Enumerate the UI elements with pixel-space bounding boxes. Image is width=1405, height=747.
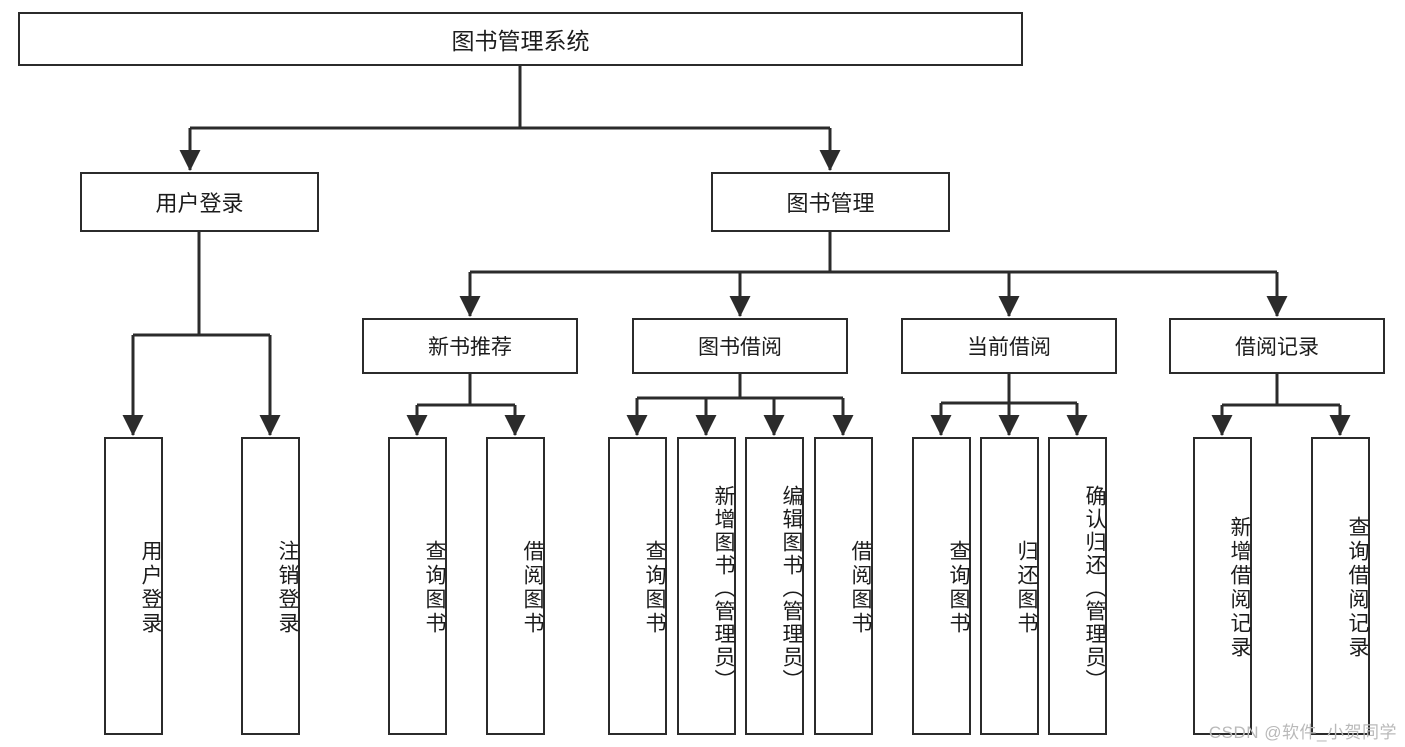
node-leaf-cur-query-book[interactable]: 查询图书 (912, 437, 971, 735)
node-book-manage[interactable]: 图书管理 (711, 172, 950, 232)
node-root-label: 图书管理系统 (451, 28, 590, 54)
node-leaf-rec-add-record-label: 新增借阅记录 (1228, 516, 1251, 660)
node-leaf-borrow-add-book-label: 新增图书（管理员） (712, 484, 735, 692)
node-leaf-rec-query-book[interactable]: 查询图书 (388, 437, 447, 735)
node-borrow-record-label: 借阅记录 (1235, 336, 1319, 359)
node-leaf-cur-confirm-return[interactable]: 确认归还（管理员） (1048, 437, 1107, 735)
node-leaf-borrow-add-book[interactable]: 新增图书（管理员） (677, 437, 736, 735)
node-new-book-rec-label: 新书推荐 (428, 336, 512, 359)
node-leaf-rec-query-book-label: 查询图书 (423, 540, 446, 636)
node-user-login[interactable]: 用户登录 (80, 172, 319, 232)
node-leaf-cur-return-book[interactable]: 归还图书 (980, 437, 1039, 735)
node-leaf-borrow-borrow-book-label: 借阅图书 (849, 540, 872, 636)
node-leaf-logout-login-label: 注销登录 (276, 540, 299, 636)
node-leaf-borrow-query-book-label: 查询图书 (643, 540, 666, 636)
node-root[interactable]: 图书管理系统 (18, 12, 1023, 66)
node-leaf-rec-query-record[interactable]: 查询借阅记录 (1311, 437, 1370, 735)
node-leaf-borrow-edit-book-label: 编辑图书（管理员） (780, 484, 803, 692)
node-leaf-cur-return-book-label: 归还图书 (1015, 540, 1038, 636)
node-leaf-logout-login[interactable]: 注销登录 (241, 437, 300, 735)
node-current-borrow[interactable]: 当前借阅 (901, 318, 1117, 374)
node-current-borrow-label: 当前借阅 (967, 336, 1051, 359)
node-leaf-borrow-edit-book[interactable]: 编辑图书（管理员） (745, 437, 804, 735)
node-book-manage-label: 图书管理 (786, 191, 875, 216)
node-borrow-record[interactable]: 借阅记录 (1169, 318, 1385, 374)
node-leaf-cur-query-book-label: 查询图书 (947, 540, 970, 636)
node-book-borrow-label: 图书借阅 (698, 336, 782, 359)
node-book-borrow[interactable]: 图书借阅 (632, 318, 848, 374)
node-leaf-user-login[interactable]: 用户登录 (104, 437, 163, 735)
node-leaf-borrow-borrow-book[interactable]: 借阅图书 (814, 437, 873, 735)
node-leaf-rec-borrow-book[interactable]: 借阅图书 (486, 437, 545, 735)
node-leaf-rec-query-record-label: 查询借阅记录 (1346, 516, 1369, 660)
node-leaf-borrow-query-book[interactable]: 查询图书 (608, 437, 667, 735)
node-leaf-cur-confirm-return-label: 确认归还（管理员） (1083, 484, 1106, 692)
node-leaf-user-login-label: 用户登录 (139, 540, 162, 636)
node-leaf-rec-add-record[interactable]: 新增借阅记录 (1193, 437, 1252, 735)
node-new-book-rec[interactable]: 新书推荐 (362, 318, 578, 374)
watermark-text: CSDN @软件_小贺同学 (1208, 723, 1397, 742)
node-leaf-rec-borrow-book-label: 借阅图书 (521, 540, 544, 636)
node-user-login-label: 用户登录 (155, 191, 244, 216)
